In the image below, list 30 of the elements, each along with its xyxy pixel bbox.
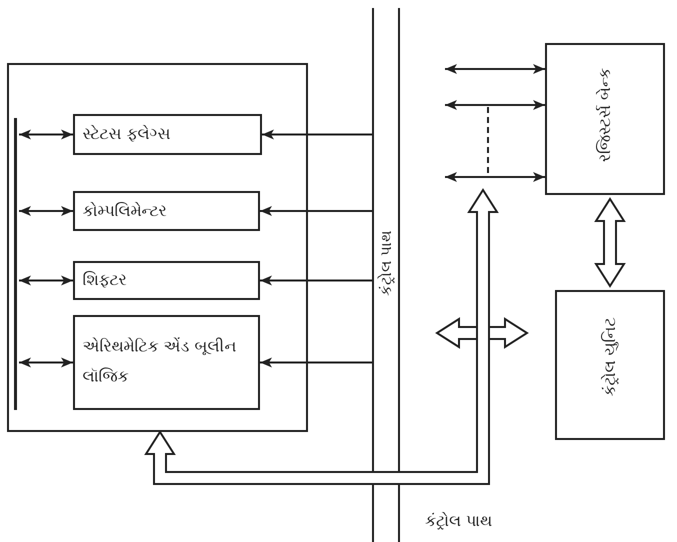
arrow xyxy=(260,276,372,286)
arrow xyxy=(445,172,545,182)
arrow xyxy=(445,100,545,110)
register-bank-box xyxy=(545,43,665,195)
arrow xyxy=(445,64,545,74)
box-label: સ્ટેટસ ફ્લેગ્સ xyxy=(82,123,172,146)
box-label: એરિથમેટિક એંડ બૂલીન લૉજિક xyxy=(82,336,238,388)
arrow xyxy=(260,358,372,368)
unit-box xyxy=(72,260,260,300)
box-label: કંટ્રોલ યુનિટ xyxy=(598,316,620,399)
path-label: કંટ્રોલ પાથ xyxy=(425,510,492,532)
arrow xyxy=(262,130,372,140)
arrow xyxy=(19,206,73,216)
arrow xyxy=(19,358,73,368)
box-label: શિફ્ટર xyxy=(82,269,128,292)
control-unit-box xyxy=(555,290,665,440)
unit-box xyxy=(72,314,260,410)
band-label: કંટ્રોલ પાથ xyxy=(376,230,396,296)
box-label: રજિસ્ટર્સ બેન્ક xyxy=(594,66,615,164)
hollow-bus-arrow xyxy=(594,197,626,288)
arrow xyxy=(260,206,372,216)
internal-bus-line xyxy=(14,118,16,410)
arrow xyxy=(19,130,73,140)
hollow-bus-arrow xyxy=(144,188,499,485)
alu-block xyxy=(7,63,308,432)
unit-box xyxy=(72,114,262,154)
box-label: કોમ્પલિમેન્ટર xyxy=(82,200,168,222)
arrow xyxy=(19,276,73,286)
control-path-band xyxy=(372,8,400,542)
unit-box xyxy=(72,190,260,230)
